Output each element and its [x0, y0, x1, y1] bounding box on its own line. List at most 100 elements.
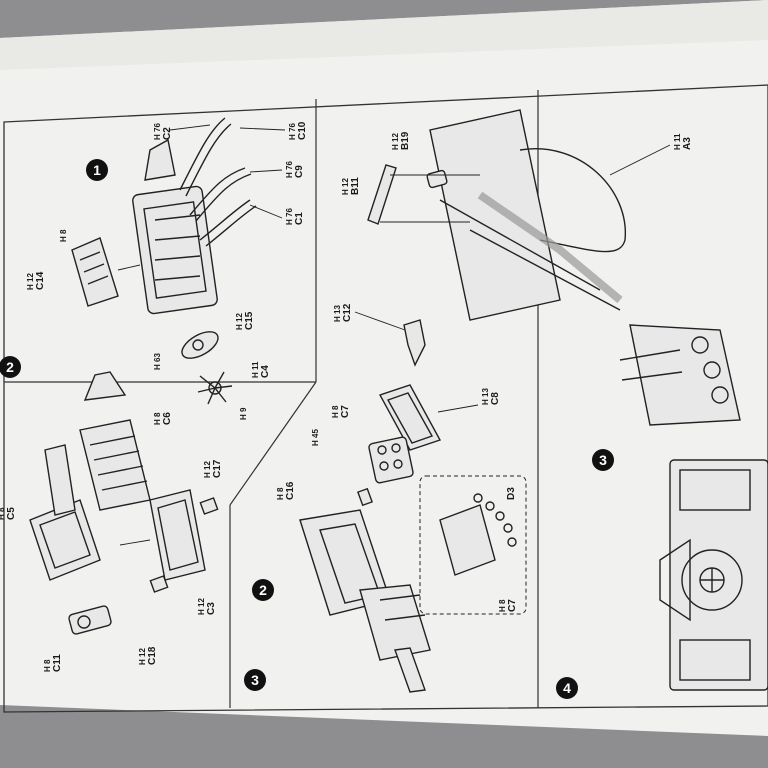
engine-right [619, 324, 741, 426]
svg-text:H 12: H 12 [203, 461, 212, 478]
label-c11: H 8 C11 [43, 654, 63, 672]
svg-text:H 11: H 11 [251, 361, 260, 378]
svg-text:C4: C4 [260, 365, 271, 378]
step-marker-bottom-left: 4 [556, 677, 578, 699]
fan-c4 [197, 371, 233, 405]
chassis-frame [429, 109, 626, 321]
svg-text:C10: C10 [297, 121, 308, 140]
step-marker-middle-left: 3 [244, 669, 266, 691]
svg-text:H 8: H 8 [153, 412, 162, 425]
svg-text:C2: C2 [162, 127, 173, 140]
svg-text:H 12: H 12 [138, 648, 147, 665]
label-d3: D3 [506, 487, 517, 500]
label-c5: H 8 C5 [0, 507, 17, 520]
svg-text:4: 4 [563, 680, 571, 696]
valve-cover-c8 [378, 384, 442, 451]
svg-text:C7: C7 [507, 599, 518, 612]
detail-carbs [439, 493, 517, 576]
step-marker-middle-right: 2 [252, 579, 274, 601]
label-c16: H 8 C16 [276, 481, 296, 500]
svg-text:3: 3 [599, 452, 607, 468]
svg-text:B19: B19 [400, 131, 411, 150]
carb-c7 [368, 436, 414, 484]
svg-text:H 13: H 13 [333, 305, 342, 322]
label-c18: H 12 C18 [138, 646, 158, 665]
svg-text:H 63: H 63 [153, 353, 162, 370]
svg-text:C9: C9 [294, 165, 305, 178]
label-c14: H 12 C14 [26, 271, 46, 290]
label-c10: H 76 C10 [288, 121, 308, 140]
label-h45: H 45 [311, 429, 320, 446]
label-c6: H 8 C6 [153, 412, 173, 425]
label-h8-small: H 8 [59, 229, 68, 242]
svg-text:H 11: H 11 [673, 133, 682, 150]
panel-frame [3, 84, 768, 713]
leader-a3 [609, 144, 671, 176]
step-marker-top-right: 1 [86, 159, 108, 181]
svg-text:C5: C5 [6, 507, 17, 520]
svg-text:H 8: H 8 [331, 405, 340, 418]
step-marker-top-left: 2 [0, 356, 21, 378]
svg-text:H 12: H 12 [197, 598, 206, 615]
svg-text:C12: C12 [342, 303, 353, 322]
svg-text:C8: C8 [490, 392, 501, 405]
label-c17: H 12 C17 [203, 459, 223, 478]
label-c1: H 76 C1 [285, 208, 305, 225]
svg-text:D3: D3 [506, 487, 517, 500]
svg-text:C1: C1 [294, 212, 305, 225]
label-a3: H 11 A3 [673, 133, 693, 150]
label-c8: H 13 C8 [481, 388, 501, 405]
label-h9: H 9 [239, 407, 248, 420]
part-c17 [199, 497, 219, 515]
water-pump-c15 [181, 331, 219, 359]
svg-text:C18: C18 [147, 646, 158, 665]
svg-text:H 12: H 12 [26, 273, 35, 290]
exhaust-pipe [477, 191, 623, 304]
part-c16 [357, 487, 373, 507]
svg-text:C7: C7 [340, 405, 351, 418]
svg-text:H 76: H 76 [153, 123, 162, 140]
leader-c12 [354, 311, 406, 331]
engine-assembly-top [132, 117, 257, 315]
svg-text:H 45: H 45 [311, 429, 320, 446]
svg-text:H 12: H 12 [341, 178, 350, 195]
svg-text:H 8: H 8 [276, 487, 285, 500]
svg-text:C6: C6 [162, 412, 173, 425]
svg-text:C17: C17 [212, 459, 223, 478]
leader-c8 [437, 404, 479, 413]
svg-text:2: 2 [6, 359, 14, 375]
svg-text:1: 1 [93, 162, 101, 178]
distributor-c12 [403, 319, 426, 367]
leader-c2 [169, 124, 211, 131]
svg-text:H 12: H 12 [235, 313, 244, 330]
label-c15: H 12 C15 [235, 311, 255, 330]
intake-manifold-c14 [71, 237, 119, 307]
engine-mid [299, 509, 431, 693]
svg-text:H 8: H 8 [498, 599, 507, 612]
svg-text:B11: B11 [350, 177, 361, 195]
label-c2: H 76 C2 [153, 123, 173, 140]
svg-text:H 8: H 8 [0, 507, 6, 520]
svg-text:C14: C14 [35, 271, 46, 290]
label-c3: H 12 C3 [197, 598, 217, 615]
label-b11: H 12 B11 [341, 177, 361, 195]
leader-c9 [249, 169, 283, 173]
label-c7b: H 8 C7 [498, 599, 518, 612]
svg-text:3: 3 [251, 672, 259, 688]
svg-text:C3: C3 [206, 602, 217, 615]
svg-text:C11: C11 [52, 654, 63, 672]
svg-text:H 76: H 76 [288, 123, 297, 140]
label-c7: H 8 C7 [331, 405, 351, 418]
oil-pan-c3 [149, 489, 206, 581]
part-c18 [149, 575, 169, 593]
part-c11 [68, 605, 112, 635]
svg-text:H 13: H 13 [481, 388, 490, 405]
svg-text:C15: C15 [244, 311, 255, 330]
label-b19: H 12 B19 [391, 131, 411, 150]
arrow-c3 [119, 539, 151, 546]
svg-text:H 8: H 8 [43, 659, 52, 672]
step-marker-bottom-right: 3 [592, 449, 614, 471]
svg-text:H 76: H 76 [285, 208, 294, 225]
